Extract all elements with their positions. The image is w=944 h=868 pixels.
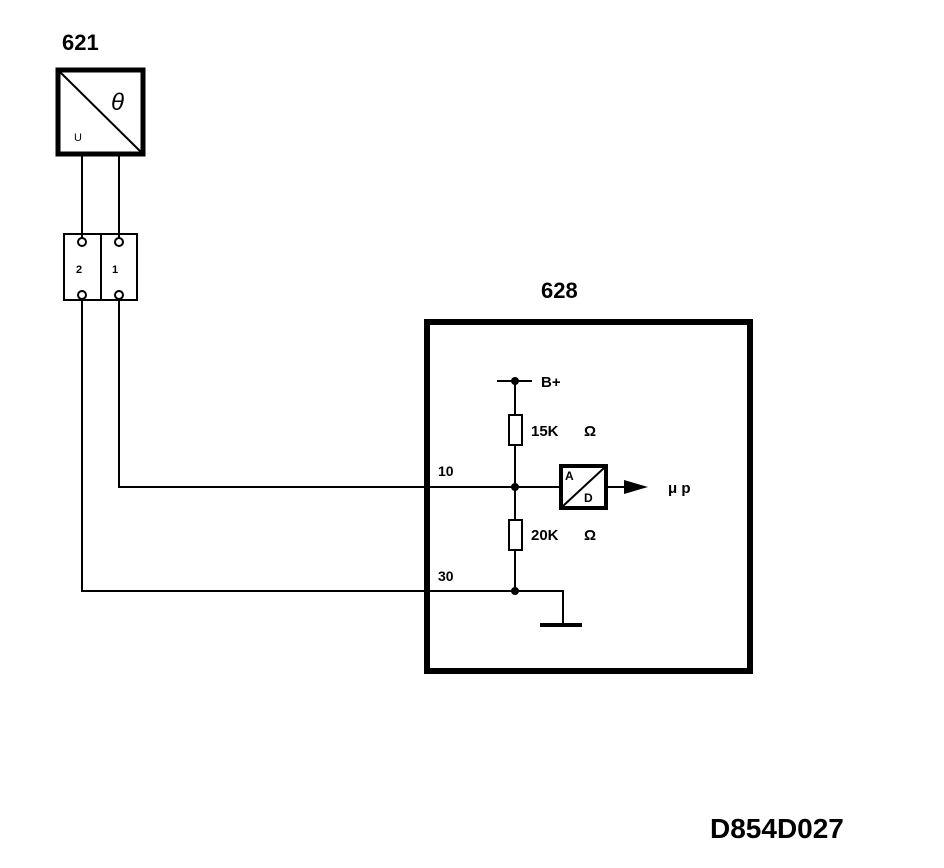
ground-pin-label: 30 bbox=[438, 568, 454, 584]
ecu-id-label: 628 bbox=[541, 278, 578, 303]
sensor-id-label: 621 bbox=[62, 30, 99, 55]
sensor-theta-symbol: θ bbox=[111, 89, 124, 116]
ground-wire bbox=[81, 299, 515, 592]
connector-pin-2-top bbox=[77, 237, 87, 247]
supply-label: B+ bbox=[541, 374, 561, 391]
connector-pin-1-label: 1 bbox=[112, 264, 118, 276]
resistor-15k-value: 15K bbox=[531, 423, 559, 440]
resistor-15k bbox=[508, 414, 523, 446]
resistor-15k-unit: Ω bbox=[584, 423, 596, 440]
output-arrow-icon bbox=[624, 480, 648, 494]
adc-d-label: D bbox=[584, 491, 593, 505]
connector-pin-2-label: 2 bbox=[76, 264, 82, 276]
output-label: μ p bbox=[668, 480, 691, 497]
resistor-20k bbox=[508, 519, 523, 551]
sensor-u-symbol: U bbox=[74, 132, 82, 144]
ecu-box bbox=[424, 319, 753, 674]
resistor-20k-unit: Ω bbox=[584, 527, 596, 544]
resistor-20k-value: 20K bbox=[531, 527, 559, 544]
signal-wire bbox=[118, 299, 515, 488]
sensor-diagonal bbox=[59, 71, 142, 153]
connector-pin-1-top bbox=[114, 237, 124, 247]
signal-pin-label: 10 bbox=[438, 463, 454, 479]
connector-pin-1-bottom bbox=[114, 290, 124, 300]
adc-a-label: A bbox=[565, 469, 574, 483]
sensor-box bbox=[55, 67, 146, 157]
ground-lead bbox=[515, 590, 564, 624]
adc-diagonal bbox=[562, 467, 605, 507]
connector-pin-2-bottom bbox=[77, 290, 87, 300]
figure-code: D854D027 bbox=[710, 813, 844, 844]
